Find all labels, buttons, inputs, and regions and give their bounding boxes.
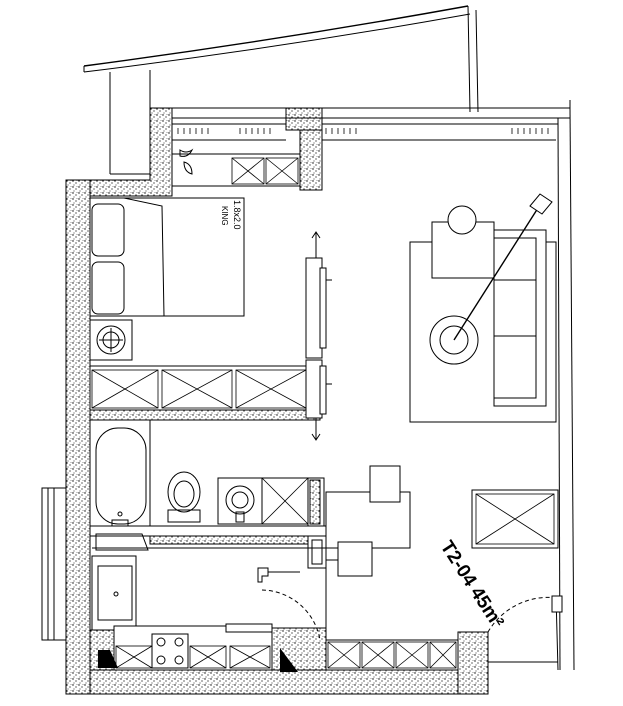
right-wall <box>557 107 575 671</box>
wall-bottom-right-pillar <box>457 631 489 695</box>
living-room <box>409 193 557 423</box>
dining-area <box>325 465 411 577</box>
bed-bath-partition <box>89 409 321 421</box>
unit-label: T2-04 45m² <box>436 537 508 632</box>
entry-door <box>487 595 563 671</box>
balcony-railing <box>83 5 479 175</box>
side-window <box>41 487 67 641</box>
tv-cabinet <box>471 489 559 549</box>
bathroom <box>89 419 327 569</box>
bed-type-label: KING <box>220 206 229 226</box>
bedroom-top-cabinet <box>171 148 301 187</box>
bath-door-swing <box>261 589 321 641</box>
wall-top-pillar <box>285 107 323 131</box>
wall-bottom <box>89 669 477 695</box>
wardrobe <box>89 365 309 411</box>
kitchen <box>91 547 459 672</box>
bed-size-label: 1.8x2.0 <box>232 200 242 230</box>
wall-left <box>65 179 91 695</box>
window-wall-top <box>172 100 571 141</box>
bedroom-partition <box>305 231 332 441</box>
bedside-table <box>89 319 133 361</box>
bed: 1.8x2.0 KING <box>89 197 245 317</box>
wall-top-pillar-2 <box>299 129 323 191</box>
wall-left-upper <box>89 107 173 197</box>
